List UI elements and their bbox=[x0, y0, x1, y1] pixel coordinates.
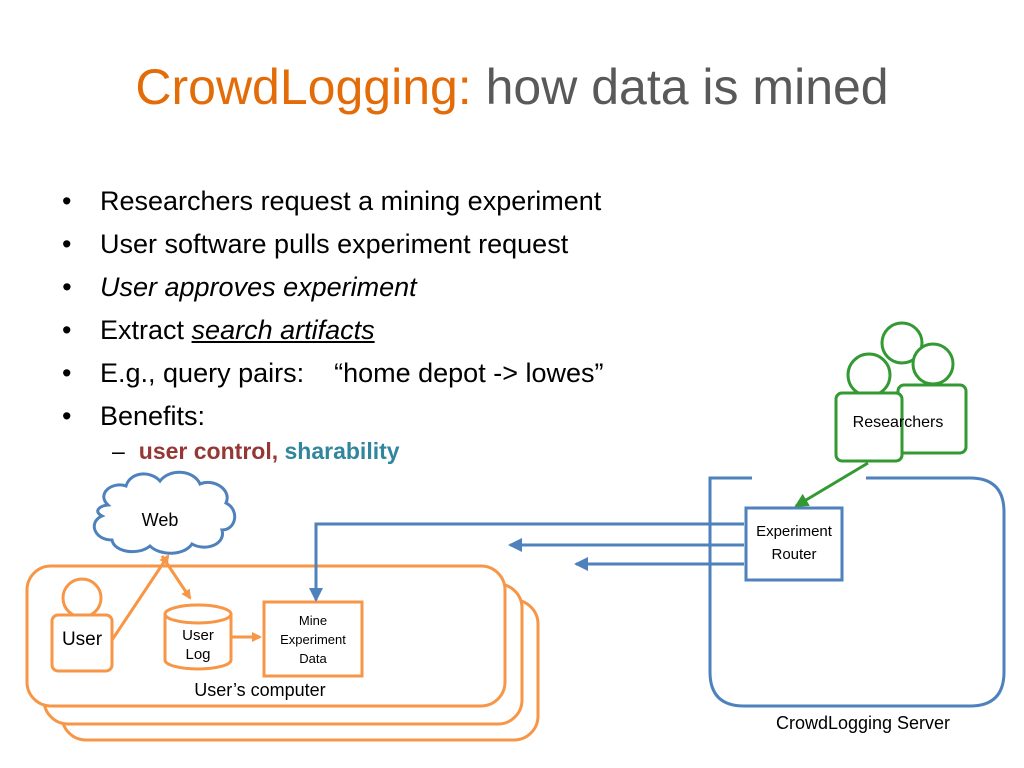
researchers-to-router-arrow bbox=[794, 461, 869, 508]
researcher-head-right bbox=[911, 342, 955, 386]
web-to-log-arrow bbox=[160, 555, 192, 600]
experiment-router-box bbox=[744, 506, 844, 582]
experiment-router-label: Experiment Router bbox=[746, 520, 842, 566]
mine-line3: Data bbox=[299, 651, 327, 666]
mine-line2: Experiment bbox=[280, 632, 346, 647]
user-body-box bbox=[50, 613, 114, 673]
benefit-user-control: user control, bbox=[138, 438, 279, 464]
server-outline bbox=[708, 476, 1006, 708]
router-to-mine-arrow bbox=[309, 522, 744, 602]
bullet-item: Researchers request a mining experiment bbox=[62, 180, 603, 223]
user-log-line2: Log bbox=[185, 646, 211, 663]
researcher-body-front bbox=[834, 391, 904, 463]
mine-experiment-box bbox=[262, 600, 364, 678]
user-to-web-arrow bbox=[110, 554, 170, 641]
server-label: CrowdLogging Server bbox=[775, 713, 951, 733]
sub-dash: – bbox=[112, 438, 125, 464]
user-log-cylinder-top bbox=[163, 603, 233, 625]
benefits-subitem: –user control, sharability bbox=[112, 436, 400, 466]
user-log-line1: User bbox=[182, 627, 214, 644]
router-line2: Router bbox=[771, 546, 817, 563]
web-cloud-icon bbox=[92, 470, 237, 555]
user-head-icon bbox=[61, 577, 103, 619]
user-log-label: User Log bbox=[165, 626, 231, 664]
mine-experiment-label: Mine Experiment Data bbox=[264, 611, 362, 668]
bullet-item: User approves experiment bbox=[62, 266, 603, 309]
bullet-item: User software pulls experiment request bbox=[62, 223, 603, 266]
researcher-head-back bbox=[880, 321, 924, 365]
bullet-item: Benefits: bbox=[62, 395, 603, 438]
bullet-list: Researchers request a mining experiment … bbox=[62, 180, 603, 438]
user-log-cylinder-icon bbox=[163, 614, 233, 671]
researcher-head-front bbox=[846, 352, 892, 398]
web-label: Web bbox=[141, 510, 179, 530]
benefit-sharability: sharability bbox=[284, 438, 400, 464]
title-accent: CrowdLogging: bbox=[135, 59, 472, 115]
bullet-text: Extract bbox=[100, 315, 185, 345]
title-rest: how data is mined bbox=[485, 59, 889, 115]
mine-line1: Mine bbox=[298, 613, 328, 628]
users-computer-label: User’s computer bbox=[194, 680, 326, 700]
bullet-item: E.g., query pairs: “home depot -> lowes” bbox=[62, 352, 603, 395]
router-line1: Experiment bbox=[756, 523, 832, 540]
search-artifacts-link[interactable]: search artifacts bbox=[191, 315, 375, 345]
page-title: CrowdLogging: how data is mined bbox=[0, 62, 1024, 112]
bullet-item: Extract search artifacts bbox=[62, 309, 603, 352]
researchers-label: Researchers bbox=[852, 414, 944, 431]
user-label: User bbox=[61, 629, 103, 650]
